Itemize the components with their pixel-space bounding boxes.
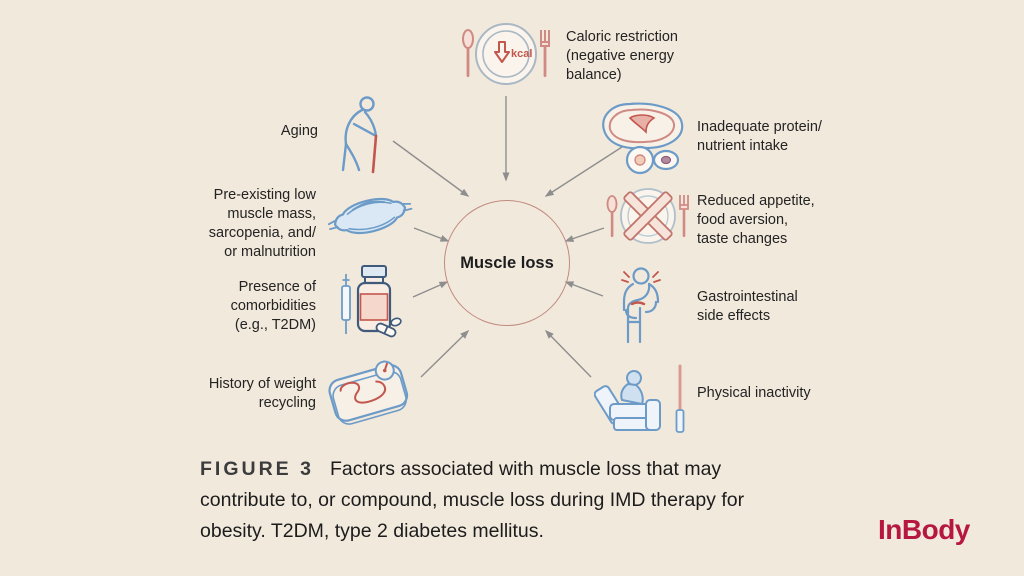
factor-label-low-muscle-mass: Pre-existing low muscle mass, sarcopenia… — [208, 187, 316, 261]
caption-line1: Factors associated with muscle loss that… — [329, 458, 722, 480]
person-nausea-icon — [612, 264, 670, 348]
factor-label-inadequate-protein: Inadequate protein/ nutrient intake — [697, 119, 822, 155]
steak-egg-icon — [596, 96, 690, 180]
figure-caption: FIGURE 3 Factors associated with muscle l… — [200, 454, 808, 547]
recliner-person-icon — [594, 360, 692, 436]
elderly-person-cane-icon — [332, 94, 390, 176]
plate-kcal-down-icon: kcal — [458, 16, 554, 92]
muscle-icon — [324, 186, 416, 246]
inbody-logo: InBody — [878, 514, 970, 545]
figure-number-label: FIGURE 3 — [200, 458, 314, 480]
crossed-plate-icon — [604, 182, 692, 250]
factor-label-gastrointestinal: Gastrointestinal side effects — [697, 289, 798, 325]
muscle-loss-label: Muscle loss — [460, 253, 554, 272]
factor-label-weight-recycling: History of weight recycling — [208, 376, 316, 412]
factor-label-aging: Aging — [280, 123, 318, 139]
caption-line3: obesity. T2DM, type 2 diabetes mellitus. — [200, 520, 544, 542]
muscle-loss-node: Muscle loss — [444, 200, 570, 326]
caption-line2: contribute to, or compound, muscle loss … — [200, 489, 745, 511]
factor-label-reduced-appetite: Reduced appetite, food aversion, taste c… — [697, 193, 815, 248]
factor-label-caloric-restriction: Caloric restriction (negative energy bal… — [566, 29, 678, 84]
weighing-scale-icon — [322, 352, 414, 428]
pill-bottle-syringe-icon — [334, 260, 402, 344]
factor-label-comorbidities: Presence of comorbidities (e.g., T2DM) — [230, 279, 316, 334]
factor-label-physical-inactivity: Physical inactivity — [697, 385, 811, 401]
svg-text:kcal: kcal — [511, 48, 532, 60]
